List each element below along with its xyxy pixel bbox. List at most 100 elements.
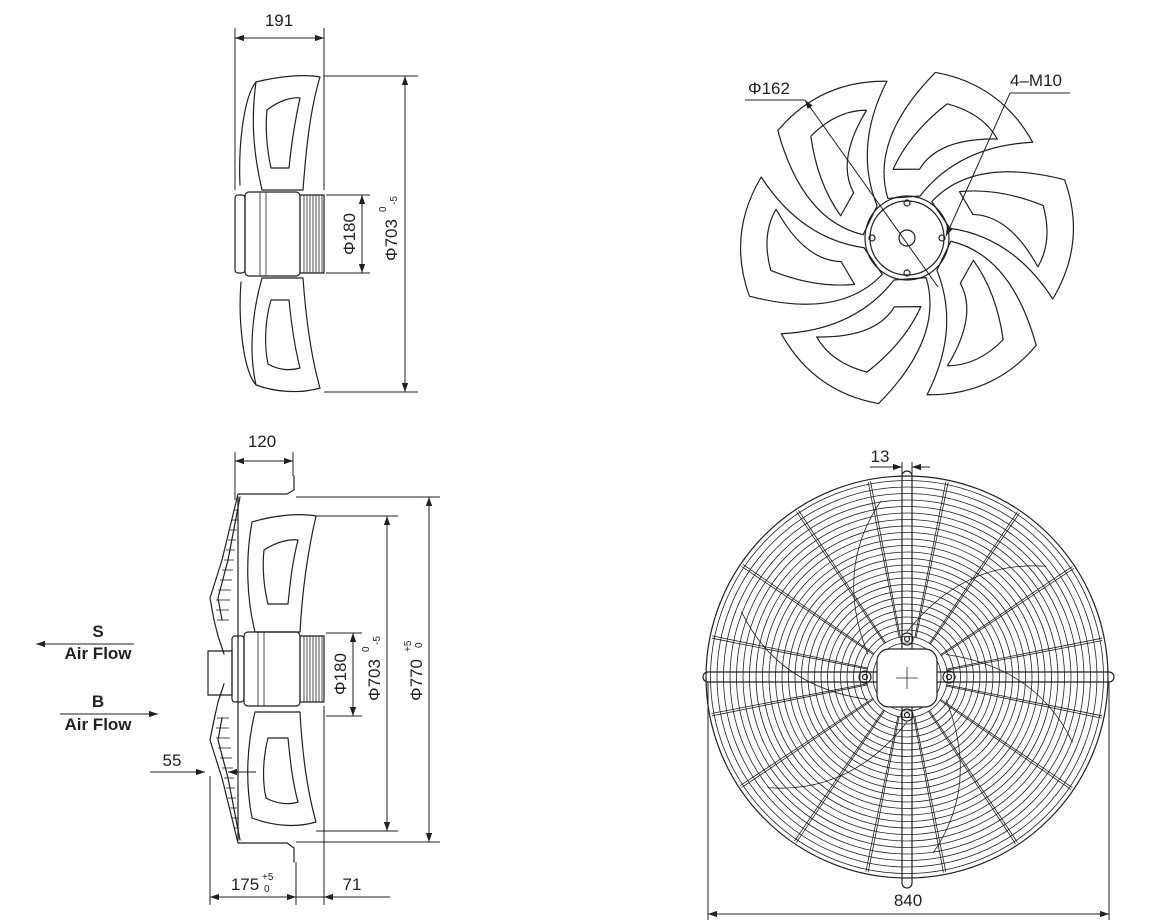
hub-inner-ring (869, 200, 945, 276)
guard-ring (859, 629, 955, 725)
guard-spoke (946, 640, 1103, 671)
guard-ring (723, 493, 1091, 861)
shaft-bore (898, 229, 916, 247)
blade-1 (883, 71, 1034, 199)
dim-bracket-13: 13 (871, 447, 890, 466)
blade-cutout-5 (766, 208, 856, 286)
guard-spoke (796, 511, 886, 644)
side-view-bottom: 120 Φ180 Φ703 0 -5 Φ770 +5 0 55 175 +5 0… (36, 432, 440, 905)
hidden-blade-edge (741, 611, 869, 700)
blade-3 (926, 240, 1037, 396)
hidden-blade-edge (945, 654, 1073, 743)
side-view-top: 191 Φ180 Φ703 0 -5 (234, 11, 418, 393)
guard-spoke (940, 698, 1073, 788)
guard-spoke (867, 481, 900, 638)
guard-spoke (711, 637, 868, 670)
guard-spoke (915, 482, 949, 639)
guard-rings-upper (216, 509, 239, 621)
hidden-blade-edge (853, 500, 882, 655)
tol-blade-lower-bottom: -5 (372, 636, 383, 645)
guard-spoke (740, 697, 874, 786)
guard-spoke (946, 684, 1103, 717)
guard-ring (788, 558, 1026, 796)
guard-ring (755, 525, 1059, 829)
guard-spoke (711, 683, 868, 714)
hub-fins-bottom (303, 636, 323, 702)
guard-outer-ring (705, 475, 1109, 879)
guard-spoke (928, 710, 1018, 843)
guard-rings (705, 475, 1109, 879)
dim-hub-diameter-bottom: Φ180 (331, 653, 350, 695)
blade-cutout-3 (946, 259, 1004, 367)
tol-depth-upper: +5 (262, 872, 274, 883)
dim-hub-diameter-top: Φ180 (340, 213, 359, 255)
blade-cutout-2 (958, 190, 1048, 268)
dim-offset-55: 55 (163, 751, 182, 770)
guard-side-profile (209, 475, 295, 863)
blade-5 (739, 176, 883, 305)
dim-depth-175: 175 (231, 875, 259, 894)
blade-4 (780, 277, 931, 405)
blade-cutout-6 (810, 109, 868, 217)
guard-spoke (711, 684, 868, 717)
guard-spoke (741, 698, 874, 788)
tol-depth-lower: 0 (264, 884, 270, 895)
guard-ring (762, 532, 1052, 822)
terminal-box (207, 650, 233, 696)
impeller-blades (739, 71, 1075, 405)
hidden-blade-edge (906, 565, 1047, 633)
guard-spoke (865, 715, 899, 872)
blade-6 (777, 80, 888, 236)
guard-spoke (927, 710, 1016, 844)
dim-width-191: 191 (265, 11, 293, 30)
dim-bolt-circle: Φ162 (748, 79, 790, 98)
tol-guard-lower: 0 (414, 642, 425, 648)
guard-spoke (798, 510, 887, 644)
guard-spoke (742, 564, 875, 655)
guard-ring (716, 486, 1098, 868)
guard-spoke (794, 709, 885, 842)
airflow-b: B Air Flow (60, 692, 158, 734)
guard-spoke (914, 716, 947, 873)
guard-ring (820, 590, 994, 764)
guard-spoke (940, 566, 1073, 656)
guard-spoke (867, 716, 900, 873)
tol-guard-upper: +5 (403, 640, 414, 652)
hidden-blade-edge (767, 721, 908, 789)
airflow-b-text: Air Flow (64, 715, 132, 734)
guard-ring (736, 506, 1078, 848)
guard-spoke (914, 481, 947, 638)
guard-ring (781, 551, 1033, 803)
guard-ring (801, 571, 1013, 783)
front-view-top: Φ162 4–M10 (739, 71, 1075, 405)
guard-spoke (913, 716, 944, 873)
blade-2 (931, 171, 1075, 300)
airflow-s-letter: S (92, 622, 103, 641)
dim-width-120: 120 (248, 432, 276, 451)
guard-spokes (711, 481, 1103, 873)
guard-spoke (946, 637, 1103, 670)
airflow-b-letter: B (92, 692, 104, 711)
guard-spoke (870, 481, 901, 638)
dim-guard-diameter: Φ770 (407, 659, 426, 701)
blade-cutout-1 (892, 103, 998, 170)
dim-bolt-spec: 4–M10 (1010, 71, 1062, 90)
mounting-holes (868, 199, 946, 277)
guard-ring (853, 623, 961, 731)
guard-spoke (929, 512, 1020, 645)
tol-blade-lower-top: -5 (389, 196, 400, 205)
dim-blade-diameter-top: Φ703 (382, 219, 401, 261)
guard-spoke (939, 699, 1072, 790)
guard-spoke (940, 568, 1074, 657)
hub-outer-ring (864, 195, 950, 281)
guard-ring (872, 642, 942, 712)
guard-ring (807, 577, 1007, 777)
hidden-blade-edge (932, 699, 961, 854)
guard-ring (729, 499, 1085, 855)
hub-fins-top (303, 195, 323, 273)
tol-blade-upper-top: 0 (378, 206, 389, 212)
blade-upper (239, 75, 321, 191)
guard-ring (840, 610, 974, 744)
airflow-s-text: Air Flow (64, 644, 132, 663)
